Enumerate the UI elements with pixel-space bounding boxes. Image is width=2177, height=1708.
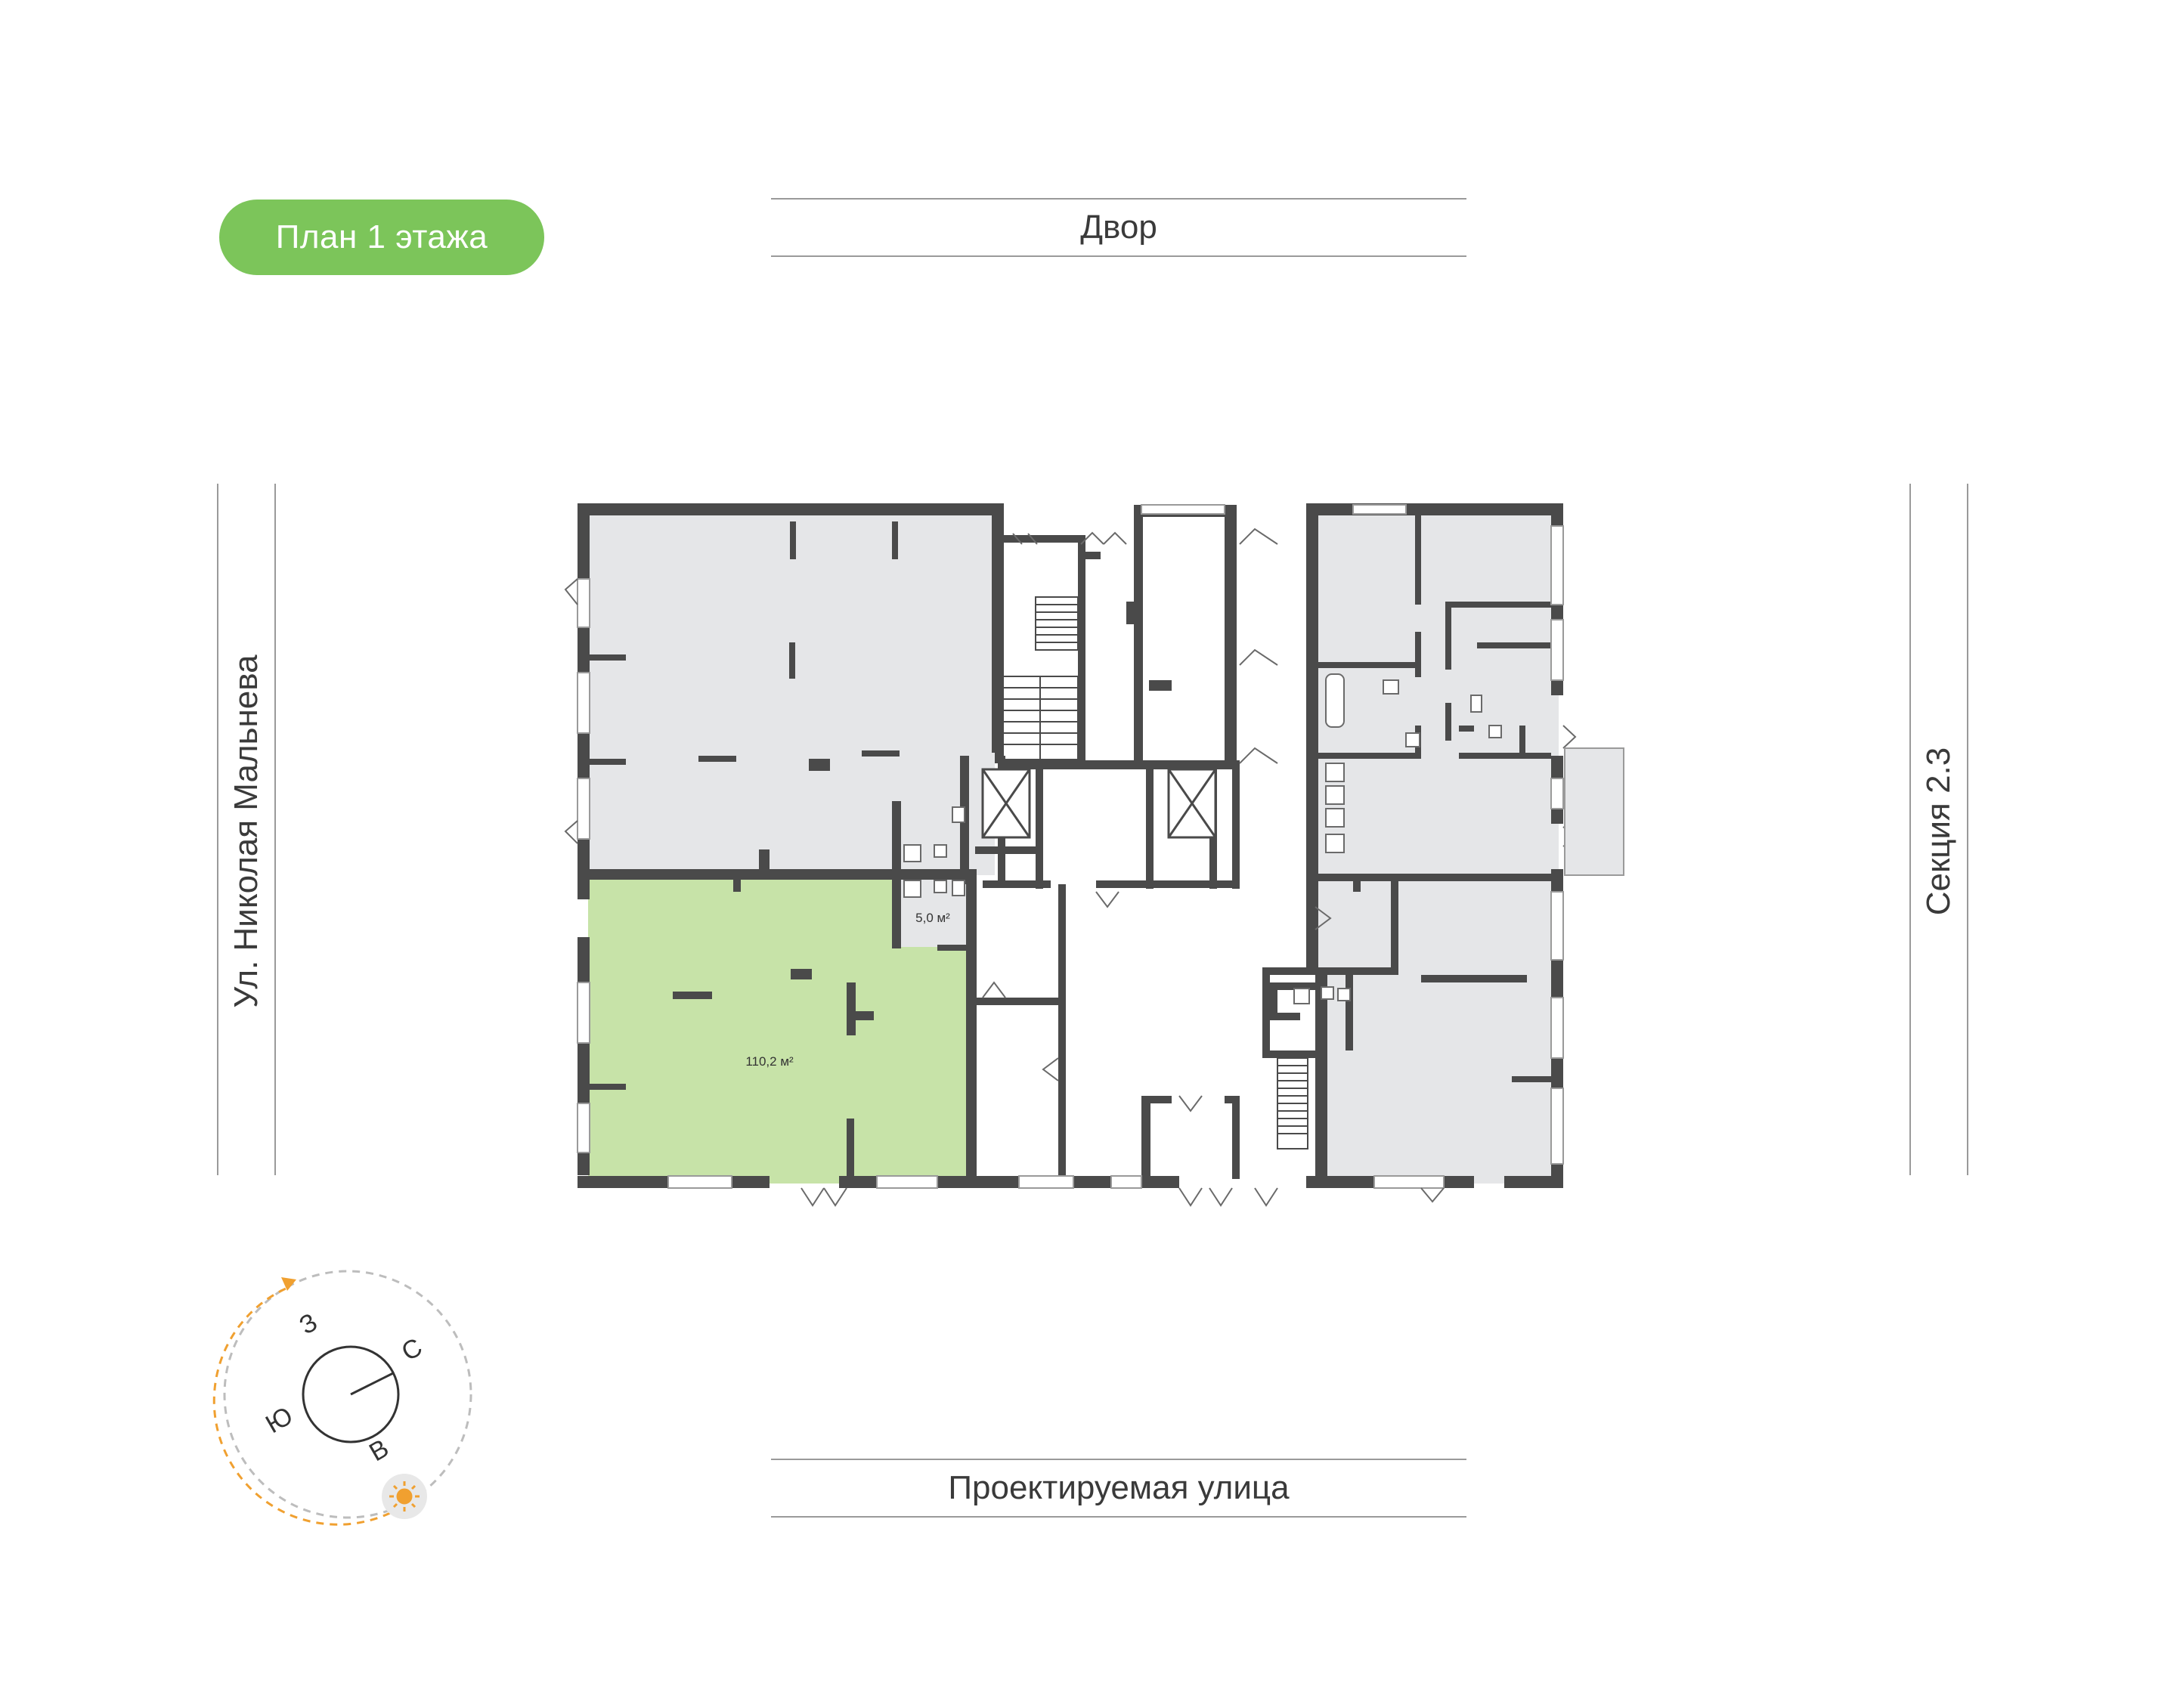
elevators [981, 768, 1217, 839]
balcony [1564, 747, 1624, 876]
windows [577, 504, 1564, 1189]
sun-icon [389, 1481, 420, 1512]
apartment-top-right[interactable] [1318, 514, 1559, 877]
sun-path-arc [212, 1287, 391, 1526]
compass: З С Ю В [212, 1270, 472, 1526]
arrow-icon [281, 1277, 296, 1291]
commercial-unit-top-left[interactable] [588, 514, 995, 875]
street-label-bottom: Проектируемая улица [771, 1459, 1466, 1518]
street-band-right [1909, 484, 1968, 1175]
storage-area: 5,0 м² [915, 911, 950, 925]
walls [578, 503, 1563, 1188]
compass-south: Ю [261, 1401, 298, 1439]
rooms [588, 514, 1559, 1184]
street-band-left [217, 484, 276, 1175]
fixtures [903, 673, 1502, 1004]
sun-path-dashed [223, 1270, 472, 1519]
stairs [1002, 596, 1308, 1149]
compass-west: З [295, 1307, 323, 1340]
compass-north: С [397, 1332, 427, 1366]
doors [564, 528, 1577, 1207]
compass-needle [350, 1372, 394, 1396]
selected-unit-area: 110,2 м² [745, 1054, 794, 1069]
floor-plan-badge[interactable]: План 1 этажа [219, 200, 544, 275]
apartment-bottom-right[interactable] [1318, 877, 1559, 1184]
street-label-top: Двор [771, 198, 1466, 257]
